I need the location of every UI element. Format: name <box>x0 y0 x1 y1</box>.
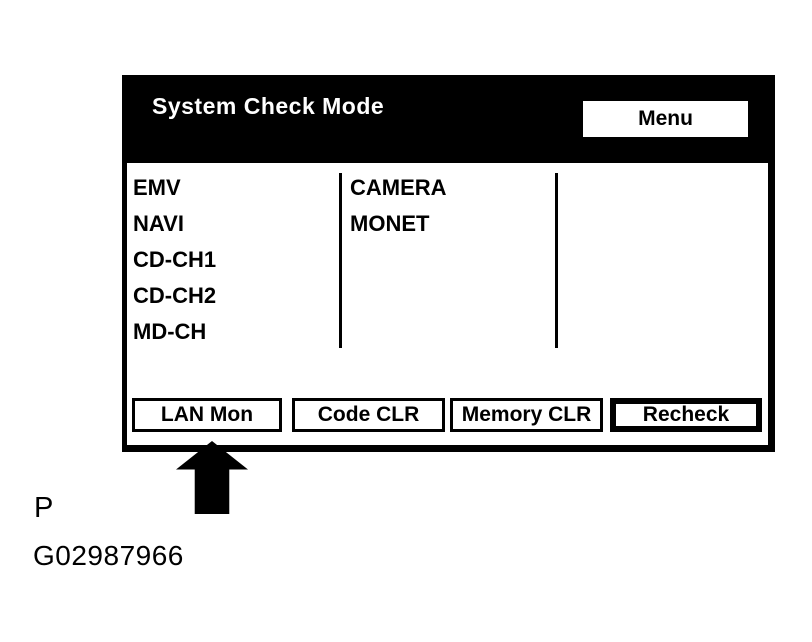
device-item: CD-CH1 <box>133 247 217 272</box>
system-check-screen: System Check Mode Menu EMV NAVI CD-CH1 C… <box>122 75 775 452</box>
menu-button[interactable]: Menu <box>583 101 748 137</box>
column-divider <box>339 173 342 348</box>
memory-clr-button[interactable]: Memory CLR <box>450 398 603 432</box>
device-column-1: EMV NAVI CD-CH1 CD-CH2 MD-CH <box>133 170 216 350</box>
screen-title: System Check Mode <box>152 93 385 119</box>
lan-mon-button[interactable]: LAN Mon <box>132 398 282 432</box>
device-column-2: CAMERA MONET <box>350 170 447 242</box>
recheck-button[interactable]: Recheck <box>610 398 762 432</box>
device-item: MD-CH <box>133 319 207 344</box>
device-item: EMV <box>133 175 181 200</box>
device-item: CAMERA <box>350 175 447 200</box>
device-item: CD-CH2 <box>133 283 217 308</box>
pointer-label: P <box>34 492 54 524</box>
code-clr-button[interactable]: Code CLR <box>292 398 445 432</box>
column-divider <box>555 173 558 348</box>
figure-id: G02987966 <box>33 540 184 571</box>
screen-content: EMV NAVI CD-CH1 CD-CH2 MD-CH CAMERA MONE… <box>127 163 768 445</box>
device-item: NAVI <box>133 211 184 236</box>
device-item: MONET <box>350 211 430 236</box>
